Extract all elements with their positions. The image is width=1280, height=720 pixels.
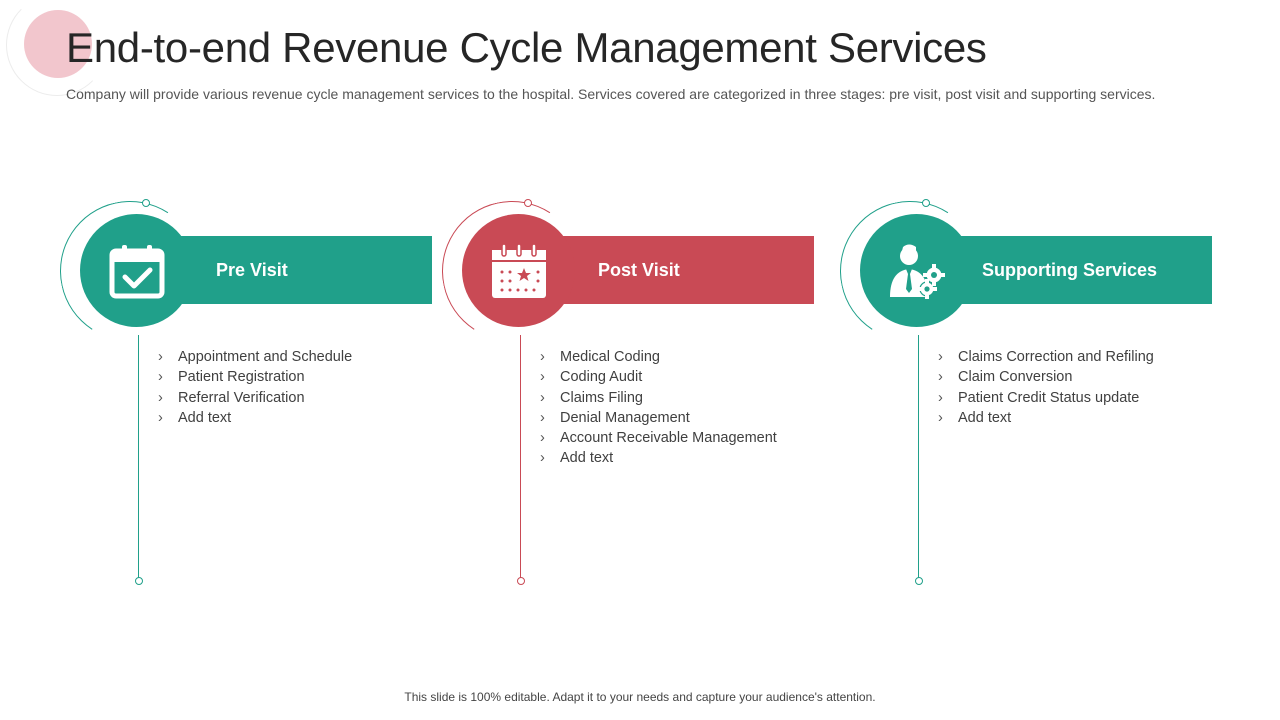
stage-top-dot	[524, 199, 532, 207]
footer-note: This slide is 100% editable. Adapt it to…	[404, 690, 876, 704]
stage-vertical-line	[520, 335, 521, 578]
stage-icon-circle	[80, 214, 193, 327]
page-subtitle: Company will provide various revenue cyc…	[66, 86, 1156, 102]
list-item: Account Receivable Management	[540, 428, 777, 448]
list-item: Medical Coding	[540, 347, 777, 367]
stage-title: Post Visit	[598, 259, 680, 280]
list-item: Patient Registration	[158, 367, 352, 387]
stage-item-list: Appointment and Schedule Patient Registr…	[158, 347, 352, 428]
calendar-star-icon	[491, 242, 546, 298]
list-item: Patient Credit Status update	[938, 388, 1154, 408]
decorative-circle	[24, 10, 92, 78]
list-item: Claim Conversion	[938, 367, 1154, 387]
businessman-gears-icon	[889, 244, 945, 299]
stage-item-list: Claims Correction and Refiling Claim Con…	[938, 347, 1154, 428]
list-item: Add text	[158, 408, 352, 428]
stage-bottom-dot	[517, 577, 525, 585]
stage-post-visit: Post Visit Medical Coding Coding Audit C…	[428, 187, 822, 590]
stage-icon-circle	[860, 214, 973, 327]
stage-vertical-line	[138, 335, 139, 578]
list-item: Claims Filing	[540, 388, 777, 408]
list-item: Denial Management	[540, 408, 777, 428]
list-item: Appointment and Schedule	[158, 347, 352, 367]
stage-icon-circle	[462, 214, 575, 327]
list-item: Add text	[540, 448, 777, 468]
list-item: Referral Verification	[158, 388, 352, 408]
stage-item-list: Medical Coding Coding Audit Claims Filin…	[540, 347, 777, 469]
stage-bottom-dot	[915, 577, 923, 585]
stage-vertical-line	[918, 335, 919, 578]
stage-top-dot	[922, 199, 930, 207]
calendar-check-icon	[109, 244, 164, 298]
list-item: Coding Audit	[540, 367, 777, 387]
stage-title: Pre Visit	[216, 259, 288, 280]
list-item: Claims Correction and Refiling	[938, 347, 1154, 367]
stage-title: Supporting Services	[982, 259, 1158, 280]
stage-pre-visit: Pre Visit Appointment and Schedule Patie…	[46, 187, 440, 590]
decorative-ring	[6, 0, 108, 96]
stage-supporting-services: Supporting Services Claims Correction an…	[826, 187, 1220, 590]
stage-top-dot	[142, 199, 150, 207]
stage-bottom-dot	[135, 577, 143, 585]
page-title: End-to-end Revenue Cycle Management Serv…	[66, 24, 987, 71]
list-item: Add text	[938, 408, 1154, 428]
